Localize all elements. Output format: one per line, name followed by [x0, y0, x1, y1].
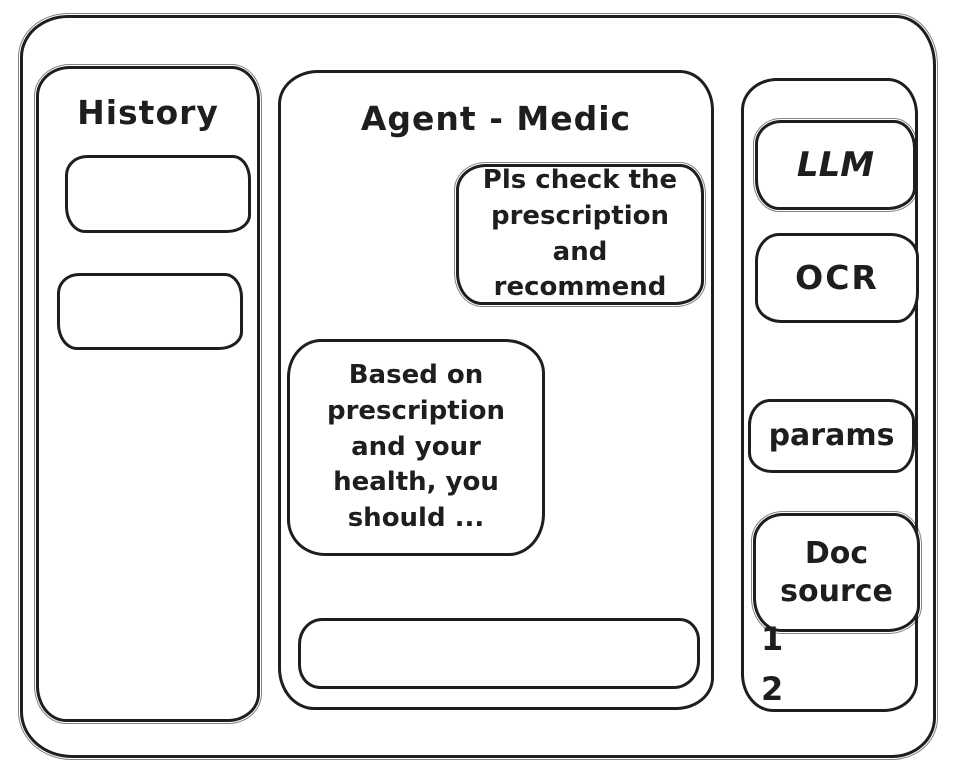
history-item[interactable]	[57, 273, 243, 350]
doc-source-item-1[interactable]: 1	[761, 620, 784, 658]
tools-panel: LLM OCR params Doc source 1 2	[741, 78, 923, 712]
doc-source-item-2[interactable]: 2	[761, 670, 784, 708]
llm-button-label: LLM	[796, 144, 875, 185]
params-button[interactable]: params	[748, 399, 915, 473]
chat-panel: Agent - Medic Pls check the prescription…	[278, 70, 714, 710]
doc-source-button[interactable]: Doc source	[750, 510, 923, 635]
chat-input-box[interactable]	[298, 618, 700, 689]
agent-message-bubble: Based on prescription and your health, y…	[287, 339, 545, 556]
history-title: History	[77, 93, 219, 132]
user-message-text: Pls check the prescription and recommend	[482, 164, 678, 303]
history-panel: History	[33, 63, 263, 725]
agent-message-text: Based on prescription and your health, y…	[326, 359, 505, 534]
user-message-bubble: Pls check the prescription and recommend	[453, 161, 707, 308]
ocr-button-label: OCR	[795, 258, 879, 298]
chat-title: Agent - Medic	[360, 99, 632, 138]
chat-input[interactable]	[301, 621, 697, 686]
history-item[interactable]	[65, 155, 251, 233]
ocr-button[interactable]: OCR	[755, 233, 919, 323]
params-button-label: params	[768, 418, 895, 454]
llm-button[interactable]: LLM	[752, 117, 919, 213]
doc-source-button-label: Doc source	[780, 536, 893, 609]
